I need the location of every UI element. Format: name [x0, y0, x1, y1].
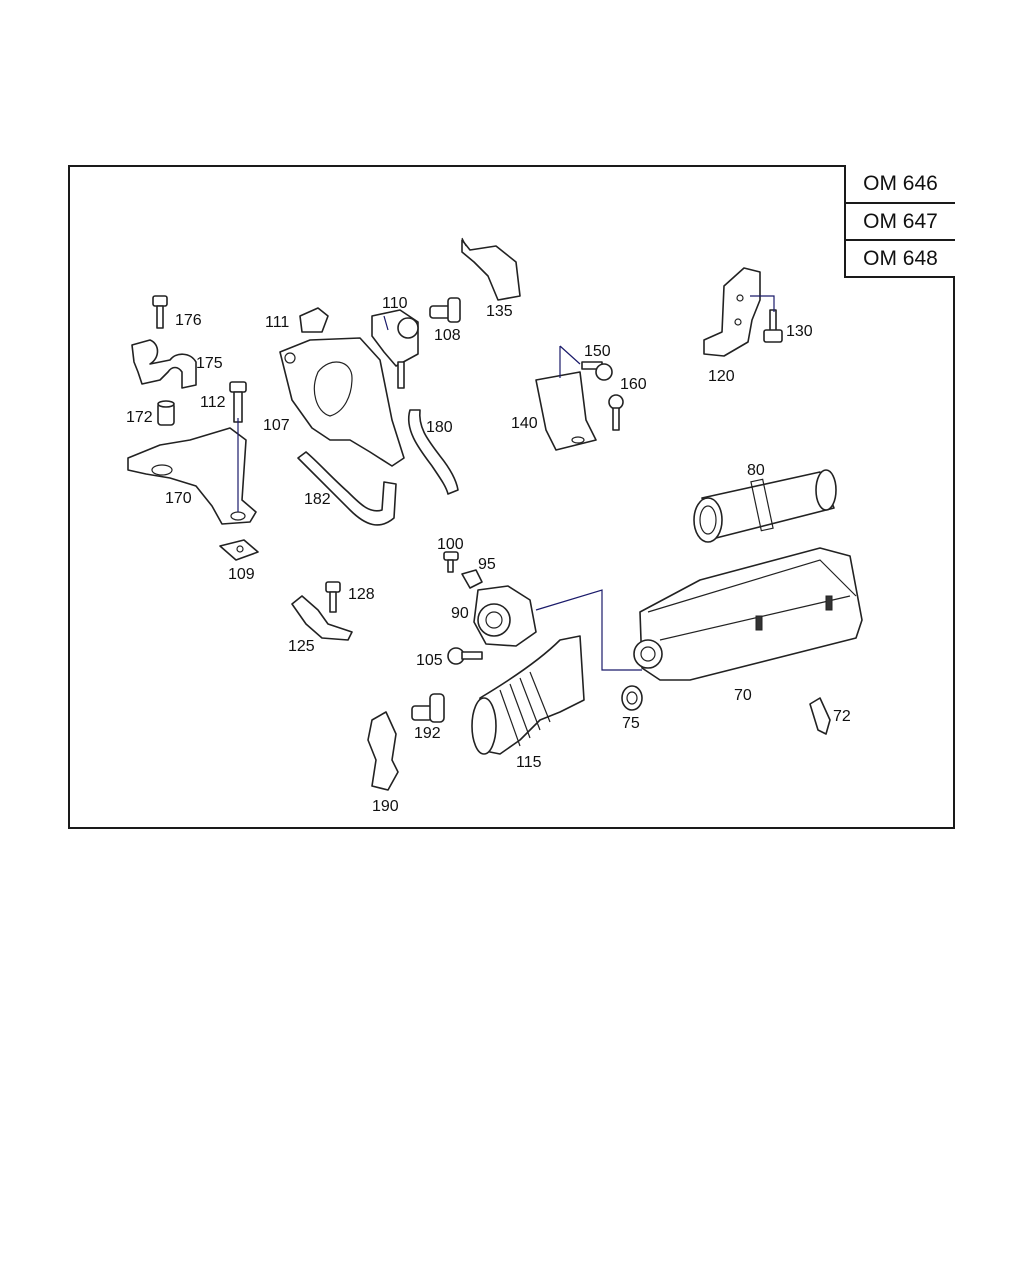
callout-100: 100: [437, 536, 464, 553]
part-90-actuator: [473, 585, 642, 671]
part-95-clip: [461, 569, 483, 589]
callout-180: 180: [426, 419, 453, 436]
engine-model-table: OM 646 OM 647 OM 648: [844, 165, 955, 278]
part-100-screw: [443, 551, 459, 573]
part-175-clamp: [131, 339, 197, 389]
callout-95: 95: [478, 556, 496, 573]
part-190-shield: [367, 711, 399, 791]
part-150-bolt: [581, 361, 613, 381]
model-om647: OM 647: [846, 202, 955, 239]
part-180-hose: [407, 409, 459, 495]
part-108-bolt: [429, 297, 461, 323]
part-70-filter-housing: [633, 547, 863, 681]
callout-135: 135: [486, 303, 513, 320]
callout-170: 170: [165, 490, 192, 507]
part-182-hose: [297, 451, 397, 526]
callout-115: 115: [516, 754, 542, 771]
callout-75: 75: [622, 715, 640, 732]
callout-128: 128: [348, 586, 375, 603]
part-135-bracket: [461, 237, 521, 301]
part-172-sleeve: [157, 400, 175, 426]
callout-125: 125: [288, 638, 315, 655]
part-72-clip: [809, 697, 831, 735]
callout-110: 110: [382, 295, 408, 312]
callout-130: 130: [786, 323, 813, 340]
callout-120: 120: [708, 368, 735, 385]
callout-160: 160: [620, 376, 647, 393]
part-128-bolt: [325, 581, 341, 613]
part-120-bracket: [703, 267, 761, 357]
callout-140: 140: [511, 415, 538, 432]
callout-107: 107: [263, 417, 290, 434]
callout-72: 72: [833, 708, 851, 725]
callout-108: 108: [434, 327, 461, 344]
part-110-sensor: [371, 309, 419, 389]
diagram-frame: [68, 165, 955, 829]
part-112-bolt: [229, 381, 247, 423]
part-125-bracket: [291, 595, 353, 641]
part-192-bolt: [411, 693, 445, 723]
callout-111: 111: [265, 314, 289, 331]
part-130-bolt: [750, 295, 783, 343]
part-140-bracket: [535, 345, 597, 451]
callout-175: 175: [196, 355, 223, 372]
part-105-bolt: [447, 647, 483, 665]
part-109-clip: [219, 539, 259, 561]
callout-182: 182: [304, 491, 331, 508]
part-111-connector: [299, 307, 329, 333]
model-om648: OM 648: [846, 239, 955, 276]
callout-112: 112: [200, 394, 226, 411]
callout-150: 150: [584, 343, 611, 360]
model-om646: OM 646: [863, 171, 938, 195]
callout-190: 190: [372, 798, 399, 815]
part-170-bracket: [127, 418, 257, 525]
part-160-bolt: [608, 394, 624, 431]
part-107-plate: [279, 337, 405, 467]
callout-80: 80: [747, 462, 765, 479]
callout-192: 192: [414, 725, 441, 742]
callout-90: 90: [451, 605, 469, 622]
callout-105: 105: [416, 652, 443, 669]
part-75-grommet: [621, 685, 643, 711]
part-115-intake-duct: [471, 635, 585, 755]
callout-70: 70: [734, 687, 752, 704]
part-80-filter: [693, 469, 837, 543]
callout-172: 172: [126, 409, 153, 426]
callout-176: 176: [175, 312, 202, 329]
part-176-bolt: [152, 295, 168, 329]
callout-109: 109: [228, 566, 255, 583]
